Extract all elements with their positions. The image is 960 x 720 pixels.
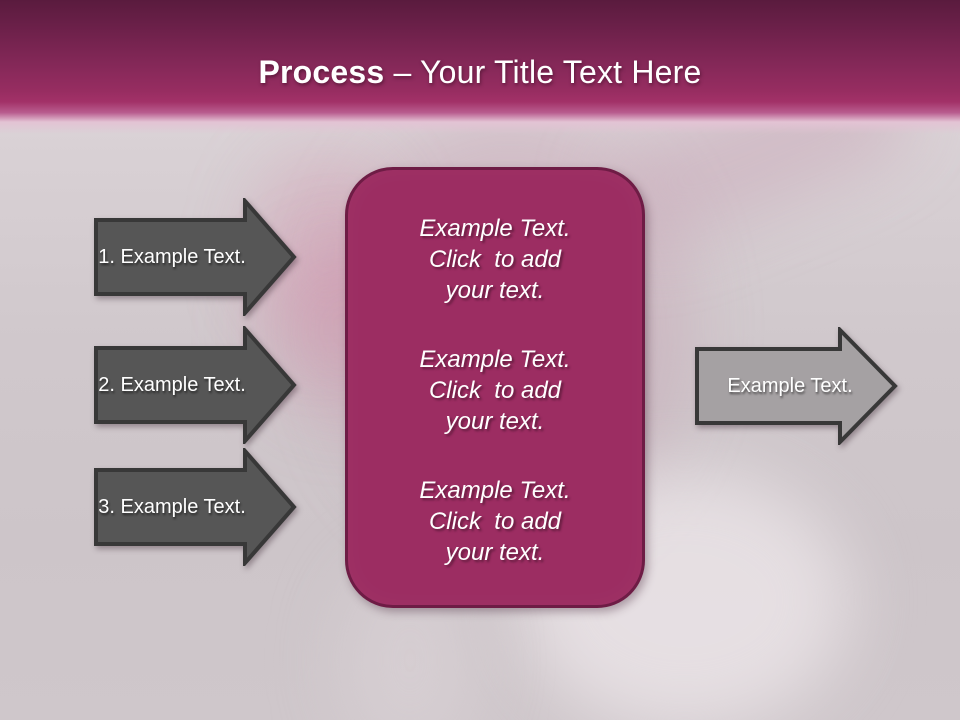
text-line: your text. (445, 277, 545, 304)
text-line: Click to add (428, 377, 562, 404)
result-arrow[interactable]: Example Text. (692, 327, 902, 445)
result-arrow-label: Example Text. (727, 374, 853, 397)
process-step-arrow-3[interactable]: 3. Example Text. (93, 448, 299, 566)
process-step-2-label: 2. Example Text. (98, 373, 246, 396)
right-arrow-shape (94, 326, 297, 444)
center-text-box[interactable]: Example Text. Click to add your text. Ex… (345, 167, 645, 608)
title-regular-text: – Your Title Text Here (384, 54, 702, 90)
text-block-2: Example Text. Click to add your text. (366, 344, 624, 437)
text-line: Example Text. (419, 477, 571, 504)
right-arrow-shape (695, 327, 898, 445)
text-line: Click to add (428, 508, 562, 535)
title-banner (0, 0, 960, 134)
text-line: Example Text. (419, 215, 571, 242)
slide-title[interactable]: Process – Your Title Text Here (0, 54, 960, 91)
process-step-1-label: 1. Example Text. (98, 245, 246, 268)
process-step-3-label: 3. Example Text. (98, 495, 246, 518)
text-block-1: Example Text. Click to add your text. (366, 213, 624, 306)
text-line: Click to add (428, 246, 562, 273)
process-step-arrow-2[interactable]: 2. Example Text. (93, 326, 299, 444)
text-line: your text. (445, 408, 545, 435)
text-line: Example Text. (419, 346, 571, 373)
text-line: your text. (445, 539, 545, 566)
right-arrow-shape (94, 448, 297, 566)
process-step-arrow-1[interactable]: 1. Example Text. (93, 198, 299, 316)
title-bold-text: Process (258, 54, 385, 90)
right-arrow-shape (94, 198, 297, 316)
text-block-3: Example Text. Click to add your text. (366, 475, 624, 568)
